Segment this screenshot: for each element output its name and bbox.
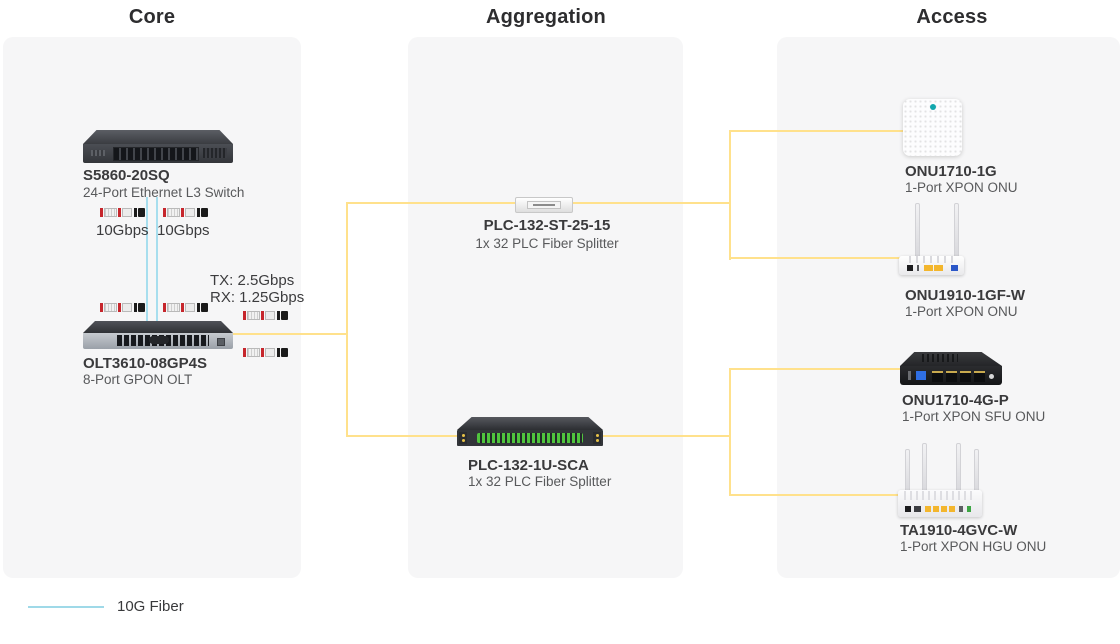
pon-link-to-ta1910-4gvc-w [729,494,900,496]
device-name-plc-132-st: PLC-132-ST-25-15 [483,217,611,234]
sfu-front-panel [900,366,1002,385]
olt-front-panel [83,333,233,349]
sfu-chassis-top [900,352,1002,366]
legend-10g-fiber-label: 10G Fiber [117,598,184,615]
tx-rate-label: TX: 2.5Gbps [210,272,295,289]
device-desc-plc-132-st: 1x 32 PLC Fiber Splitter [475,236,619,251]
switch-chassis-top [83,130,233,144]
switch-front-panel [83,144,233,163]
switch-port-row [113,147,199,161]
splitter-1u-chassis-top [457,417,603,430]
device-desc-ta1910-4gvc-w: 1-Port XPON HGU ONU [900,539,1047,554]
splitter-top-label-block: PLC-132-ST-25-15 1x 32 PLC Fiber Splitte… [447,217,647,251]
rx-rate-label: RX: 1.25Gbps [210,289,305,306]
olt-chassis-top [83,321,233,333]
router-port [924,265,933,271]
fs-logo-icon [929,104,936,110]
router-port [914,506,921,512]
sfu-power-led [989,374,994,379]
olt-power-button [217,338,225,346]
sfu-vent-grille [922,354,958,362]
sfp-transceiver-pair-icon [100,207,146,218]
router-port [933,506,939,512]
column-header-core: Core [128,6,176,28]
pon-link-to-onu1710-4g-p [729,368,902,370]
fiber-10g-line-right [156,197,158,323]
pon-link-trunk-vertical [346,202,348,436]
splitter-label-sticker [527,201,561,209]
router-port [949,506,955,512]
fiber-10g-line-left [146,197,148,323]
pon-branch-top-vertical [729,130,731,260]
switch-status-leds [91,150,105,156]
router-port [907,265,913,271]
legend-10g-fiber-line [28,606,104,608]
sfu-port [960,371,971,382]
sfu-port [932,371,943,382]
sfu-port [946,371,957,382]
device-name-onu1710-1g: ONU1710-1G [905,163,997,180]
router-port [925,506,931,512]
device-image-ta1910-4gvc-w [898,490,982,517]
device-image-onu1710-4g-p [900,352,1002,385]
pon-link-to-onu1710-1g [729,130,903,132]
router-antenna [915,203,920,258]
device-desc-onu1910-1gf-w: 1-Port XPON ONU [905,304,1018,319]
rack-ear-left [459,432,467,444]
router-port [905,506,911,512]
router-port [934,265,943,271]
device-name-plc-132-1u: PLC-132-1U-SCA [468,457,589,474]
device-desc-onu1710-4g-p: 1-Port XPON SFU ONU [902,409,1046,424]
column-header-aggregation: Aggregation [486,6,606,28]
device-name-s5860: S5860-20SQ [83,167,170,184]
splitter-1u-green-ports [477,433,583,443]
device-desc-s5860: 24-Port Ethernet L3 Switch [83,185,245,200]
uplink-rate-left: 10Gbps [96,222,149,239]
router-port [917,265,919,271]
router-antenna [974,449,979,495]
sfu-port [916,371,926,380]
router-vent-ridges [904,491,976,500]
sfp-transceiver-pair-icon [100,302,146,313]
router-antenna [956,443,961,495]
device-image-s5860-switch [83,130,233,163]
pon-link-to-onu1910-1gf-w [729,257,900,259]
device-name-ta1910-4gvc-w: TA1910-4GVC-W [900,522,1018,539]
aggregation-panel [408,37,683,578]
device-name-onu1910-1gf-w: ONU1910-1GF-W [905,287,1026,304]
sfp-transceiver-pair-icon [163,207,209,218]
router-antenna [954,203,959,258]
sfu-port [974,371,985,382]
device-image-olt3610 [83,321,233,349]
router-vent-ridges [909,256,954,263]
router-antenna [922,443,927,495]
core-panel [3,37,301,578]
device-image-plc-splitter-module [515,197,573,213]
splitter-1u-front-panel [457,430,603,446]
device-image-onu1710-1g [903,99,962,156]
device-desc-plc-132-1u: 1x 32 PLC Fiber Splitter [468,474,612,489]
device-name-onu1710-4g-p: ONU1710-4G-P [902,392,1009,409]
device-desc-onu1710-1g: 1-Port XPON ONU [905,180,1018,195]
device-desc-olt3610: 8-Port GPON OLT [83,372,193,387]
switch-vent-grille [203,148,227,158]
pon-link-olt-out [230,333,348,335]
device-image-onu1910-1gf-w [899,256,964,275]
gpon-transceiver-pair-icon [243,347,289,358]
pon-branch-bottom-vertical [729,368,731,496]
router-led [967,506,971,512]
uplink-rate-right: 10Gbps [157,222,210,239]
router-port [941,506,947,512]
router-port [951,265,958,271]
sfu-port [908,371,911,380]
gpon-transceiver-pair-icon [243,310,289,321]
rack-ear-right [593,432,601,444]
device-image-plc-splitter-1u [457,417,603,448]
router-port [959,506,963,512]
column-header-access: Access [916,6,988,28]
router-antenna [905,449,910,495]
olt-logo-badge [149,336,169,344]
device-name-olt3610: OLT3610-08GP4S [83,355,207,372]
sfp-transceiver-pair-icon [163,302,209,313]
